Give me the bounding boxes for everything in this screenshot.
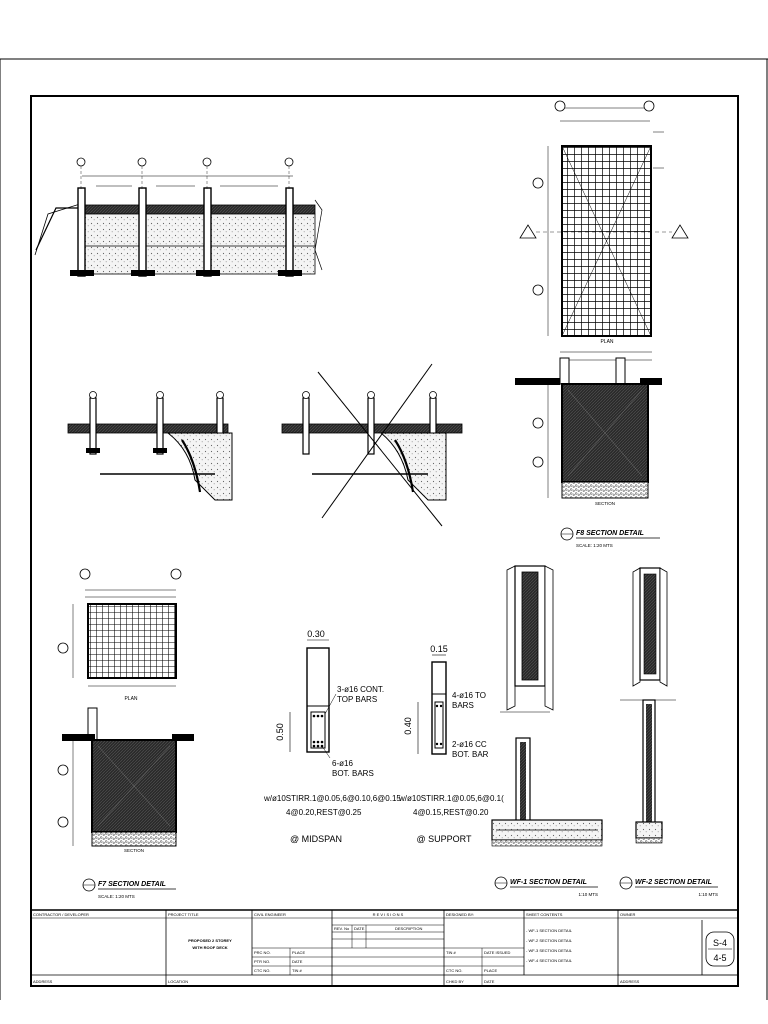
sheet-total: 4-5 [713, 953, 726, 963]
plan-label-f8: PLAN [600, 339, 613, 345]
f7-title: F7 SECTION DETAIL [98, 881, 166, 888]
tb-content-3: - WF-3 SECTION DETAIL [526, 948, 573, 953]
wf2-detail: WF-2 SECTION DETAIL 1:10 MTS [619, 567, 718, 897]
tb-date-1: DATE [292, 959, 303, 964]
midspan-stirrups-2: 4@0.20,REST@0.25 [286, 808, 362, 817]
tb-revisions: R E V I S I O N S [373, 912, 404, 917]
tb-rev-date: DATE [354, 926, 365, 931]
support-top-bars-2: BARS [452, 701, 474, 710]
support-top-bars-1: 4-ø16 TO [452, 691, 486, 700]
tb-project-title-2: WITH ROOF DECK [192, 945, 227, 950]
tb-content-4: - WF-4 SECTION DETAIL [526, 958, 573, 963]
tb-tin-2: TIN # [446, 950, 457, 955]
retaining-section-right-crossed [281, 363, 463, 527]
midspan-top-bars-2: TOP BARS [337, 695, 377, 704]
tb-project-title-label: PROJECT TITLE [168, 912, 199, 917]
tb-ctc-no-2: CTC NO. [446, 968, 462, 973]
beam-midspan-detail: 0.30 0.50 3-ø16 CONT. TOP BARS 6-ø16 BOT… [263, 629, 401, 844]
tb-tin-1: TIN # [292, 968, 303, 973]
midspan-bot-bars-2: BOT. BARS [332, 769, 374, 778]
foundation-section-top [34, 157, 323, 277]
midspan-stirrups-1: w/ø10STIRR.1@0.05,6@0.10,6@0.15 [263, 794, 401, 803]
section-label-f7: SECTION [124, 848, 144, 853]
tb-civil-engineer: CIVIL ENGINEER [254, 912, 286, 917]
tb-content-1: - WF-1 SECTION DETAIL [526, 928, 573, 933]
tb-date-2: DATE [484, 979, 495, 984]
support-stirrups-2: 4@0.15,REST@0.20 [413, 808, 489, 817]
support-width: 0.15 [430, 644, 448, 654]
tb-address-2: ADDRESS [620, 979, 640, 984]
tb-contractor: CONTRACTOR / DEVELOPER [33, 912, 89, 917]
wf1-scale: 1:10 MTS [578, 892, 598, 897]
support-caption: @ SUPPORT [417, 834, 472, 844]
tb-sheet-contents: SHEET CONTENTS [526, 912, 563, 917]
support-bot-bars-1: 2-ø16 CC [452, 740, 487, 749]
tb-address-1: ADDRESS [33, 979, 53, 984]
wf2-scale: 1:10 MTS [698, 892, 718, 897]
section-label-f8: SECTION [595, 501, 615, 506]
midspan-top-bars-1: 3-ø16 CONT. [337, 685, 384, 694]
tb-designed-by: DESIGNED BY: [446, 912, 474, 917]
wf2-title: WF-2 SECTION DETAIL [635, 879, 712, 886]
midspan-bot-bars-1: 6-ø16 [332, 759, 353, 768]
f7-section: SECTION F7 SECTION DETAIL SCALE: 1:20 MT… [57, 707, 194, 899]
tb-description: DESCRIPTION [395, 926, 422, 931]
plan-label-f7: PLAN [124, 696, 137, 702]
f8-scale: SCALE: 1:20 MTS [576, 543, 613, 548]
tb-checked-by: CHKD BY [446, 979, 464, 984]
tb-date-issued: DATE ISSUED [484, 950, 510, 955]
title-block: CONTRACTOR / DEVELOPER PROJECT TITLE PRO… [31, 909, 738, 986]
tb-owner: OWNER [620, 912, 635, 917]
tb-ptr-no: PTR NO. [254, 959, 270, 964]
support-depth: 0.40 [403, 717, 413, 735]
tb-ctc-no-1: CTC NO. [254, 968, 270, 973]
wf1-detail: WF-1 SECTION DETAIL 1:10 MTS [491, 565, 603, 897]
tb-location: LOCATION [168, 979, 188, 984]
sheet-border [30, 95, 739, 987]
wf1-title: WF-1 SECTION DETAIL [510, 879, 587, 886]
f8-plan: PLAN [519, 100, 689, 345]
cross-out-line [317, 371, 443, 527]
tb-place-1: PLACE [292, 950, 305, 955]
f8-section: SECTION F8 SECTION DETAIL SCALE: 1:20 MT… [515, 351, 662, 548]
tb-project-title-1: PROPOSED 2 STOREY [188, 938, 232, 943]
midspan-width: 0.30 [307, 629, 325, 639]
midspan-depth: 0.50 [275, 723, 285, 741]
support-bot-bars-2: BOT. BAR [452, 750, 489, 759]
f8-title: F8 SECTION DETAIL [576, 530, 644, 537]
tb-prc-no: PRC NO. [254, 950, 271, 955]
retaining-section-left [67, 391, 233, 501]
tb-content-2: - WF-2 SECTION DETAIL [526, 938, 573, 943]
midspan-caption: @ MIDSPAN [290, 834, 342, 844]
tb-place-2: PLACE [484, 968, 497, 973]
sheet-number: S-4 [713, 938, 727, 948]
f7-plan: PLAN [57, 568, 182, 702]
f7-scale: SCALE: 1:20 MTS [98, 894, 135, 899]
beam-support-detail: 0.15 0.40 4-ø16 TO BARS 2-ø16 CC BOT. BA… [398, 644, 504, 844]
support-stirrups-1: w/ø10STIRR.1@0.05,6@0.1( [398, 794, 504, 803]
tb-rev-no: REV. No [334, 926, 350, 931]
